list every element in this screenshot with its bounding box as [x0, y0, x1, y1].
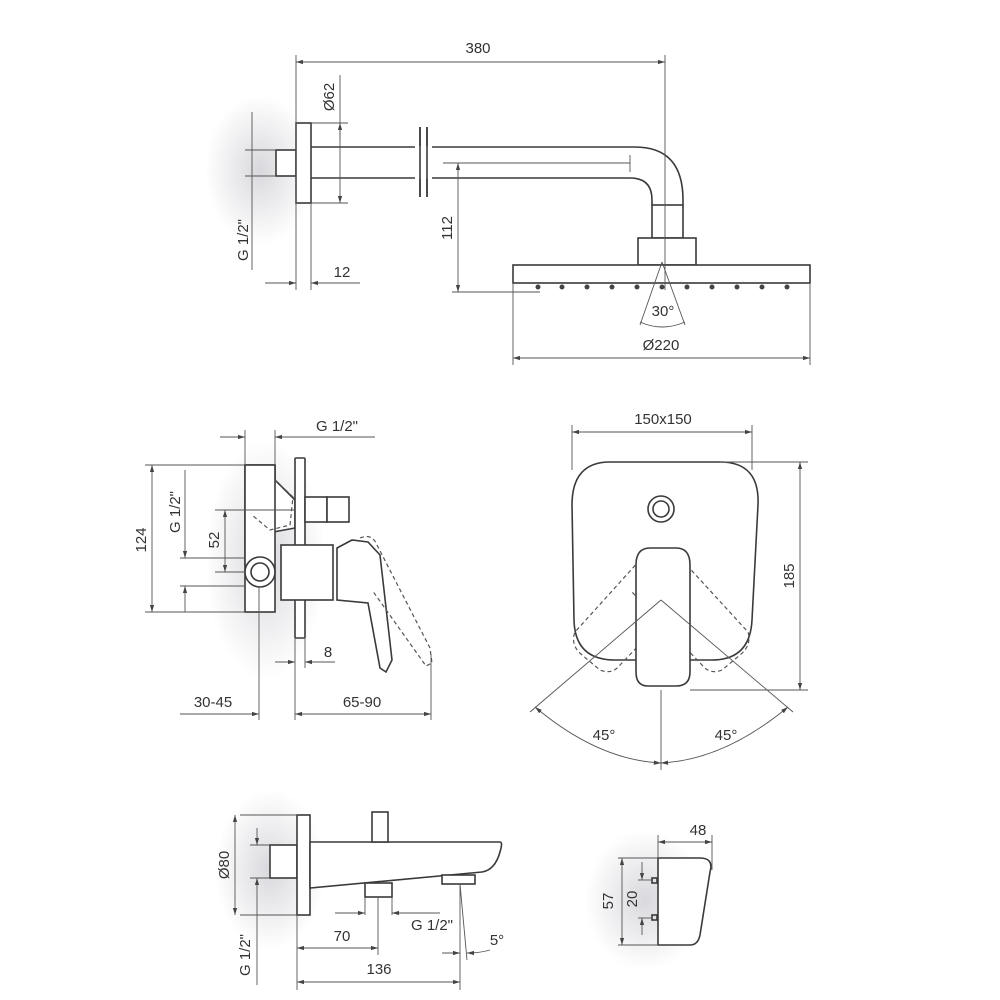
- dim-thread-top: G 1/2": [316, 418, 358, 435]
- dim-flange-diameter: Ø62: [321, 83, 338, 111]
- mixer-handle: [336, 539, 393, 674]
- diverter-button: [647, 495, 675, 523]
- diverter-pull-knob: [371, 811, 389, 843]
- shower-arm: [311, 146, 684, 205]
- handle-front: [635, 547, 691, 687]
- dim-plate-size: 150x150: [634, 411, 692, 428]
- dim-angle: 5°: [490, 932, 504, 949]
- dim-plate-height: 185: [781, 563, 798, 588]
- spout-end-profile: [657, 857, 712, 946]
- dim-flange-diameter: Ø80: [216, 851, 233, 879]
- dim-width: 48: [690, 822, 707, 839]
- dim-rotation-right: 45°: [715, 727, 738, 744]
- dim-mount-spacing: 20: [624, 891, 641, 908]
- spout-body: [309, 841, 503, 889]
- shower-arm-view: 380 Ø62 G 1/2" 12 112 30° Ø220: [235, 40, 811, 365]
- handle-rotated-right: [631, 559, 750, 673]
- dim-head-diameter: Ø220: [643, 337, 680, 354]
- dim-projection: 136: [366, 961, 391, 978]
- spout-flange: [296, 814, 311, 916]
- spout-nipple: [269, 844, 298, 879]
- shower-nozzles: [535, 284, 790, 290]
- shower-head-plate: [512, 264, 811, 284]
- dim-outlet-distance: 70: [334, 928, 351, 945]
- spout-aerator: [441, 874, 476, 885]
- outlet-fitting: [244, 556, 276, 588]
- head-swivel: [637, 237, 697, 266]
- dim-wall-depth: 30-45: [194, 694, 232, 711]
- dim-thread: G 1/2": [235, 219, 252, 261]
- spout-outlet: [364, 882, 393, 898]
- diverter-knob: [326, 496, 350, 523]
- dim-spray-angle: 30°: [652, 303, 675, 320]
- arm-nut: [651, 204, 684, 239]
- dim-arm-length: 380: [465, 40, 490, 57]
- mixer-side-view: G 1/2" 124 G 1/2" 52 8 30-45 65-90: [133, 418, 433, 720]
- handle-rotated-left: [572, 559, 691, 673]
- spout-side-view: Ø80 G 1/2" G 1/2" 70 136 5°: [216, 811, 504, 990]
- dim-rotation-left: 45°: [593, 727, 616, 744]
- dim-plate-thickness: 8: [324, 644, 332, 661]
- wall-flange: [295, 122, 312, 204]
- dim-thread-wall: G 1/2": [237, 934, 254, 976]
- mixer-front-view: 150x150 185 45° 45°: [529, 411, 808, 770]
- wall-nipple: [275, 149, 297, 177]
- spout-end-view: 57 20 48: [600, 822, 713, 946]
- dim-handle-projection: 65-90: [343, 694, 381, 711]
- dim-thread-side: G 1/2": [167, 491, 184, 533]
- dim-body-height: 124: [133, 527, 150, 552]
- dim-thread-outlet: G 1/2": [411, 917, 453, 934]
- cartridge-housing: [280, 544, 334, 601]
- diverter-stem: [304, 496, 328, 523]
- dim-outlet-spacing: 52: [206, 532, 223, 549]
- dim-flange-depth: 12: [334, 264, 351, 281]
- dim-height: 57: [600, 893, 617, 910]
- dim-drop-height: 112: [439, 216, 456, 240]
